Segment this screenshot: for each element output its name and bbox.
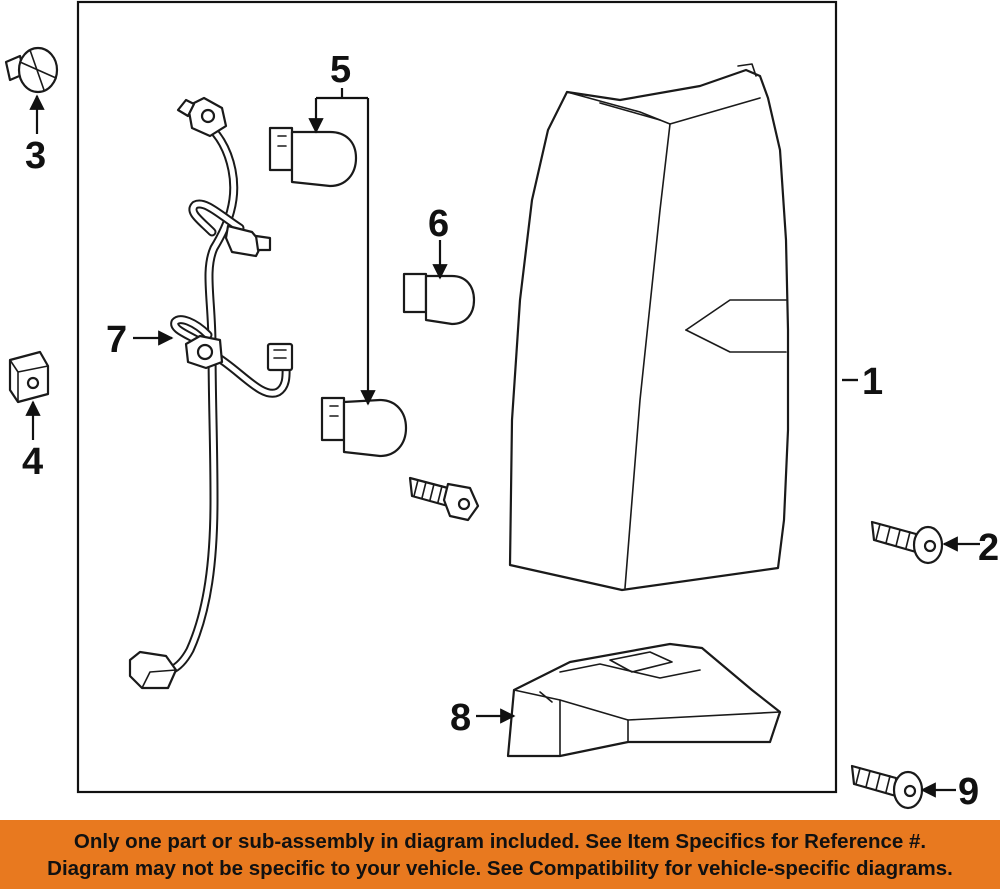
leader-lines: [25, 88, 980, 798]
callout-9: 9: [958, 771, 979, 813]
assembly-frame: [76, 0, 838, 794]
callout-7: 7: [106, 319, 127, 361]
callout-8: 8: [450, 697, 471, 739]
wiring-harness[interactable]: [128, 96, 294, 690]
parts-diagram: 1 2 3 4 5 6 7 8 9: [4, 0, 999, 813]
small-bulb[interactable]: [402, 272, 476, 326]
callout-4: 4: [22, 441, 43, 483]
disclaimer-line-2: Diagram may not be specific to your vehi…: [47, 857, 953, 880]
bulb-upper[interactable]: [268, 126, 358, 188]
callout-5: 5: [330, 49, 351, 91]
callout-6: 6: [428, 203, 449, 245]
screw-upper[interactable]: [870, 520, 944, 565]
disclaimer-banner: Only one part or sub-assembly in diagram…: [0, 820, 1000, 889]
disclaimer-line-1: Only one part or sub-assembly in diagram…: [73, 830, 927, 853]
clip-nut[interactable]: [8, 350, 50, 404]
callout-1: 1: [862, 361, 883, 403]
bulb-lower[interactable]: [320, 396, 408, 458]
lower-lamp-reflector[interactable]: [506, 642, 782, 758]
push-pin[interactable]: [4, 46, 59, 94]
callout-2: 2: [978, 527, 999, 569]
screw-lower[interactable]: [850, 764, 924, 810]
callout-3: 3: [25, 135, 46, 177]
tail-lamp-housing[interactable]: [508, 63, 790, 592]
mounting-bolt[interactable]: [408, 476, 480, 522]
